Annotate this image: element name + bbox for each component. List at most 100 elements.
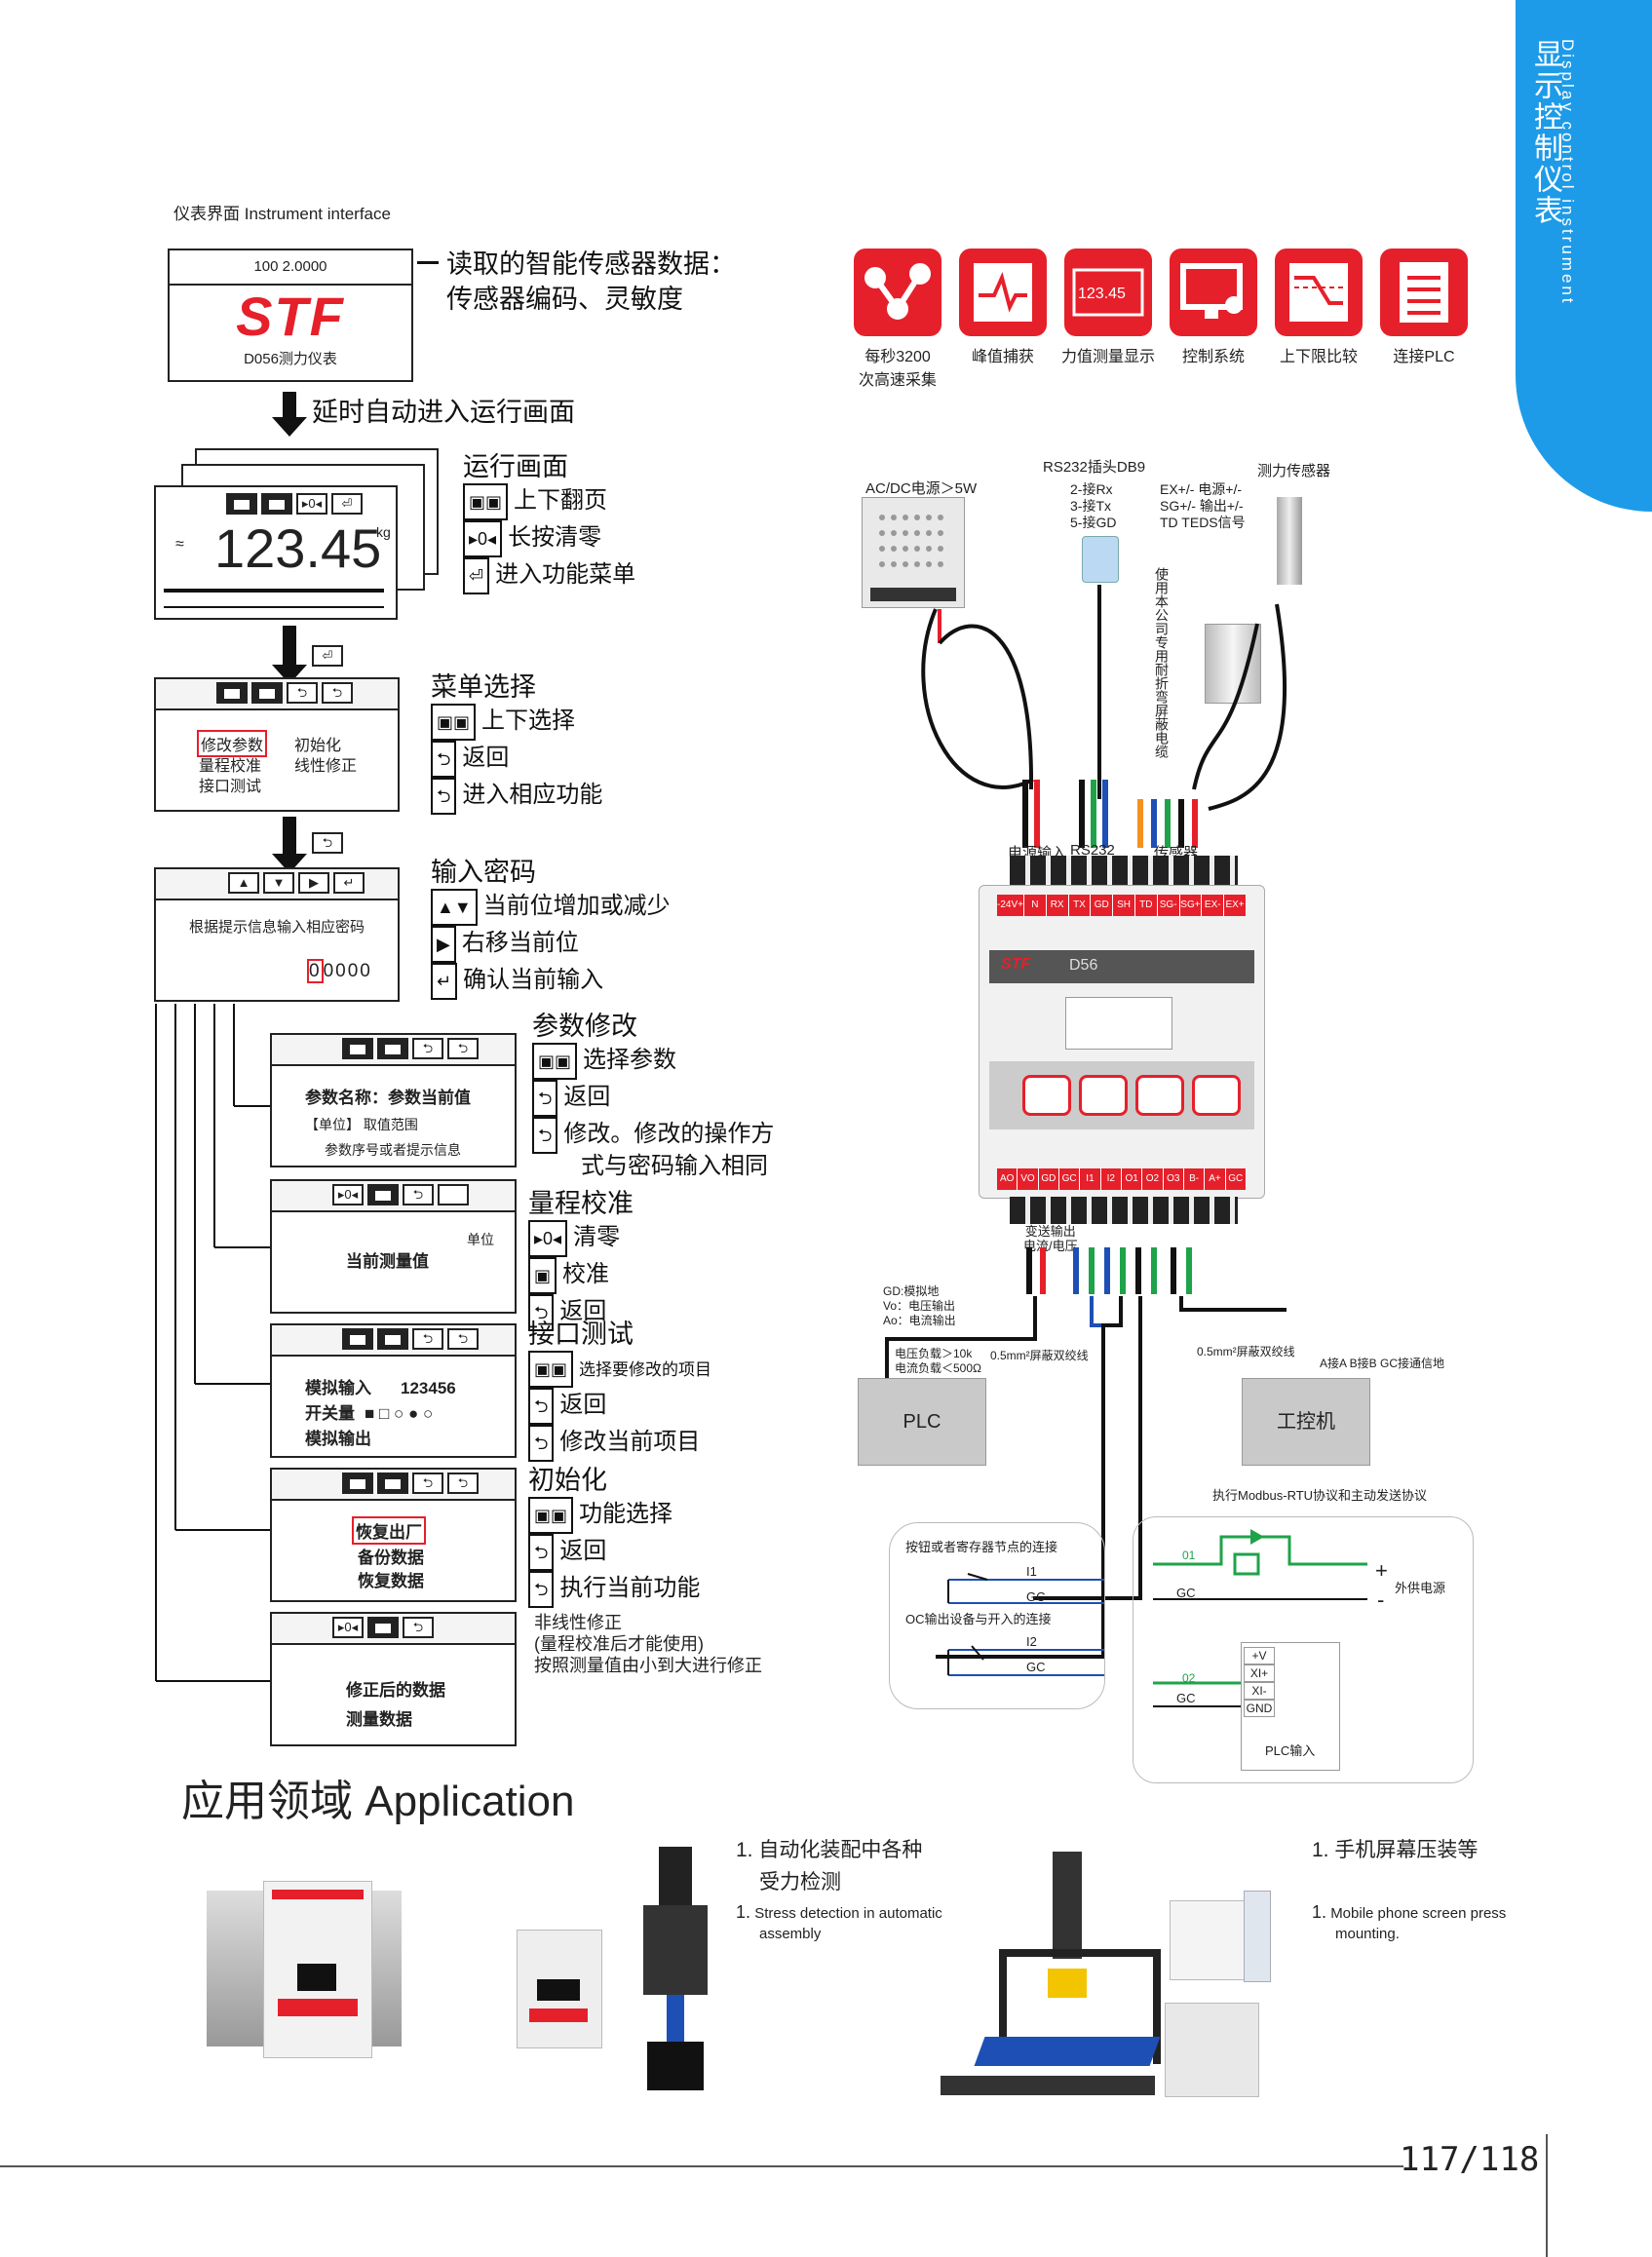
terminal-pin: GD — [1039, 1168, 1059, 1190]
run-screen: ▸0◂⏎ ≈ 123.45 kg — [154, 485, 398, 620]
top-probes — [1022, 780, 1198, 848]
device-zero-button[interactable] — [1135, 1075, 1184, 1116]
terminal-pin: GD — [1091, 895, 1114, 916]
decrease-icon: ▼ — [263, 872, 294, 894]
footer-rule — [0, 2165, 1403, 2167]
limit-compare-icon — [1275, 249, 1363, 336]
terminal-pin: N — [1024, 895, 1047, 916]
app-1-text-en: 1. Stress detection in automatic assembl… — [736, 1902, 942, 1942]
terminal-pin: GC — [1226, 1168, 1247, 1190]
param-name: 参数名称：参数当前值 — [305, 1089, 471, 1107]
menu-item-selected: 修改参数 — [197, 730, 268, 757]
terminal-pin: AO — [997, 1168, 1018, 1190]
plus-sign: + — [1375, 1558, 1388, 1583]
boot-logo: STF — [236, 286, 345, 347]
terminal-pin: GC — [1059, 1168, 1081, 1190]
iface-ain-val: 123456 — [401, 1379, 456, 1397]
terminal-pin: O2 — [1142, 1168, 1164, 1190]
param-l2: 返回 — [563, 1084, 611, 1110]
zero-icon: ▸0◂ — [296, 493, 327, 515]
page-number: 117/118 — [1400, 2140, 1540, 2179]
calib-title: 量程校准 — [528, 1189, 634, 1218]
param-l3: 修改。修改的操作方 — [563, 1121, 775, 1147]
i2-label: I2 — [1026, 1634, 1037, 1649]
increase-icon: ▲ — [228, 872, 259, 894]
enter-key-icon: ⏎ — [312, 645, 343, 667]
boot-note-2: 传感器编码、灵敏度 — [446, 285, 683, 314]
db9-connector — [1082, 536, 1119, 583]
iface-l1: 选择要修改的项目 — [579, 1360, 712, 1379]
password-digits: 0000 — [323, 961, 372, 981]
param-l1: 选择参数 — [583, 1047, 677, 1073]
device-photo-small — [517, 1930, 602, 2048]
bottom-wires — [885, 1247, 1287, 1659]
linear-n3: 按照测量值由小到大进行修正 — [534, 1656, 762, 1675]
plc-document-icon — [1380, 249, 1468, 336]
group-rs232: RS232 — [1070, 842, 1115, 859]
terminal-pin: O1 — [1122, 1168, 1143, 1190]
terminal-pin: I1 — [1080, 1168, 1101, 1190]
interface-label: 仪表界面 Instrument interface — [173, 205, 391, 223]
sensor-box-photo — [1244, 1891, 1271, 1982]
terminal-pin: A+ — [1205, 1168, 1226, 1190]
app-1-text: 1. 自动化装配中各种 受力检测 — [736, 1839, 923, 1894]
iface-l2: 返回 — [559, 1392, 607, 1418]
boot-readout: 100 2.0000 — [170, 250, 411, 286]
device-up-button[interactable] — [1022, 1075, 1071, 1116]
boot-screen: 100 2.0000 STF D056测力仪表 — [168, 249, 413, 382]
init-screen: ⮌⮌ 恢复出厂 备份数据 恢复数据 — [270, 1468, 517, 1602]
confirm-icon: ↵ — [333, 872, 365, 894]
run-l3: 进入功能菜单 — [495, 561, 636, 588]
run-value: 123.45 — [214, 517, 382, 579]
ext-power-label: 外供电源 — [1395, 1581, 1446, 1595]
feature-label: 控制系统 — [1181, 349, 1245, 365]
device-down-button[interactable] — [1079, 1075, 1128, 1116]
terminal-pin: O3 — [1164, 1168, 1184, 1190]
gc-label-3: GC — [1176, 1586, 1196, 1600]
terminal-pin: TX — [1069, 895, 1092, 916]
iface-aout: 模拟输出 — [305, 1430, 371, 1448]
branch-lines — [155, 1004, 281, 1686]
feature-label: 力值测量显示 — [1060, 349, 1155, 365]
init-l2: 返回 — [559, 1538, 607, 1564]
side-title-en: Display control instrument — [1558, 39, 1577, 306]
plc-input-box: +V XI+ XI- GND PLC输入 — [1241, 1642, 1340, 1771]
menu-item: 初始化 — [294, 738, 342, 754]
menu-notes: 菜单选择 ▣▣上下选择 ⮌返回 ⮌进入相应功能 — [431, 670, 602, 815]
password-notes: 输入密码 ▲▼当前位增加或减少 ▶右移当前位 ↵确认当前输入 — [431, 856, 671, 1000]
run-notes: 运行画面 ▣▣上下翻页 ▸0◂长按清零 ⏎进入功能菜单 — [463, 450, 635, 594]
param-title: 参数修改 — [532, 1012, 637, 1041]
init-item-selected: 恢复出厂 — [352, 1516, 426, 1545]
button-band — [989, 1061, 1254, 1129]
init-title: 初始化 — [528, 1466, 607, 1495]
down-icon — [251, 682, 283, 704]
shift-right-icon: ▶ — [298, 872, 329, 894]
device-logo: STF — [1001, 956, 1031, 973]
menu-item: 量程校准 — [199, 758, 262, 775]
terminal-pin: I2 — [1101, 1168, 1122, 1190]
side-title-cn: 显示控制仪表 — [1529, 39, 1561, 226]
step1-label: 延时自动进入运行画面 — [312, 398, 575, 427]
cable-note: 使用本公司专用耐折弯屏蔽电缆 — [1154, 567, 1170, 758]
password-hint: 根据提示信息输入相应密码 — [188, 919, 365, 936]
wire-note-1: 0.5mm²屏蔽双绞线 — [990, 1349, 1089, 1362]
top-wires — [921, 585, 1287, 811]
footer-vrule — [1546, 2134, 1548, 2257]
init-notes: 初始化 ▣▣功能选择 ⮌返回 ⮌执行当前功能 — [528, 1464, 700, 1608]
terminal-pin: RX — [1047, 895, 1069, 916]
plc-box: PLC — [858, 1378, 986, 1466]
page-down-icon — [261, 493, 292, 515]
app-2-text-en: 1. Mobile phone screen press mounting. — [1312, 1902, 1507, 1942]
init-l1: 功能选择 — [579, 1501, 673, 1527]
terminal-pin: SG- — [1158, 895, 1180, 916]
peak-wave-icon — [959, 249, 1047, 336]
device-menu-button[interactable] — [1192, 1075, 1241, 1116]
menu-screen: ⮌⮌ 修改参数 初始化 量程校准 线性修正 接口测试 — [154, 677, 400, 812]
device-band — [989, 950, 1254, 983]
password-title: 输入密码 — [431, 858, 536, 887]
linear-d1: 修正后的数据 — [346, 1681, 445, 1700]
run-unit: kg — [376, 524, 391, 540]
i1-label: I1 — [1026, 1564, 1037, 1579]
